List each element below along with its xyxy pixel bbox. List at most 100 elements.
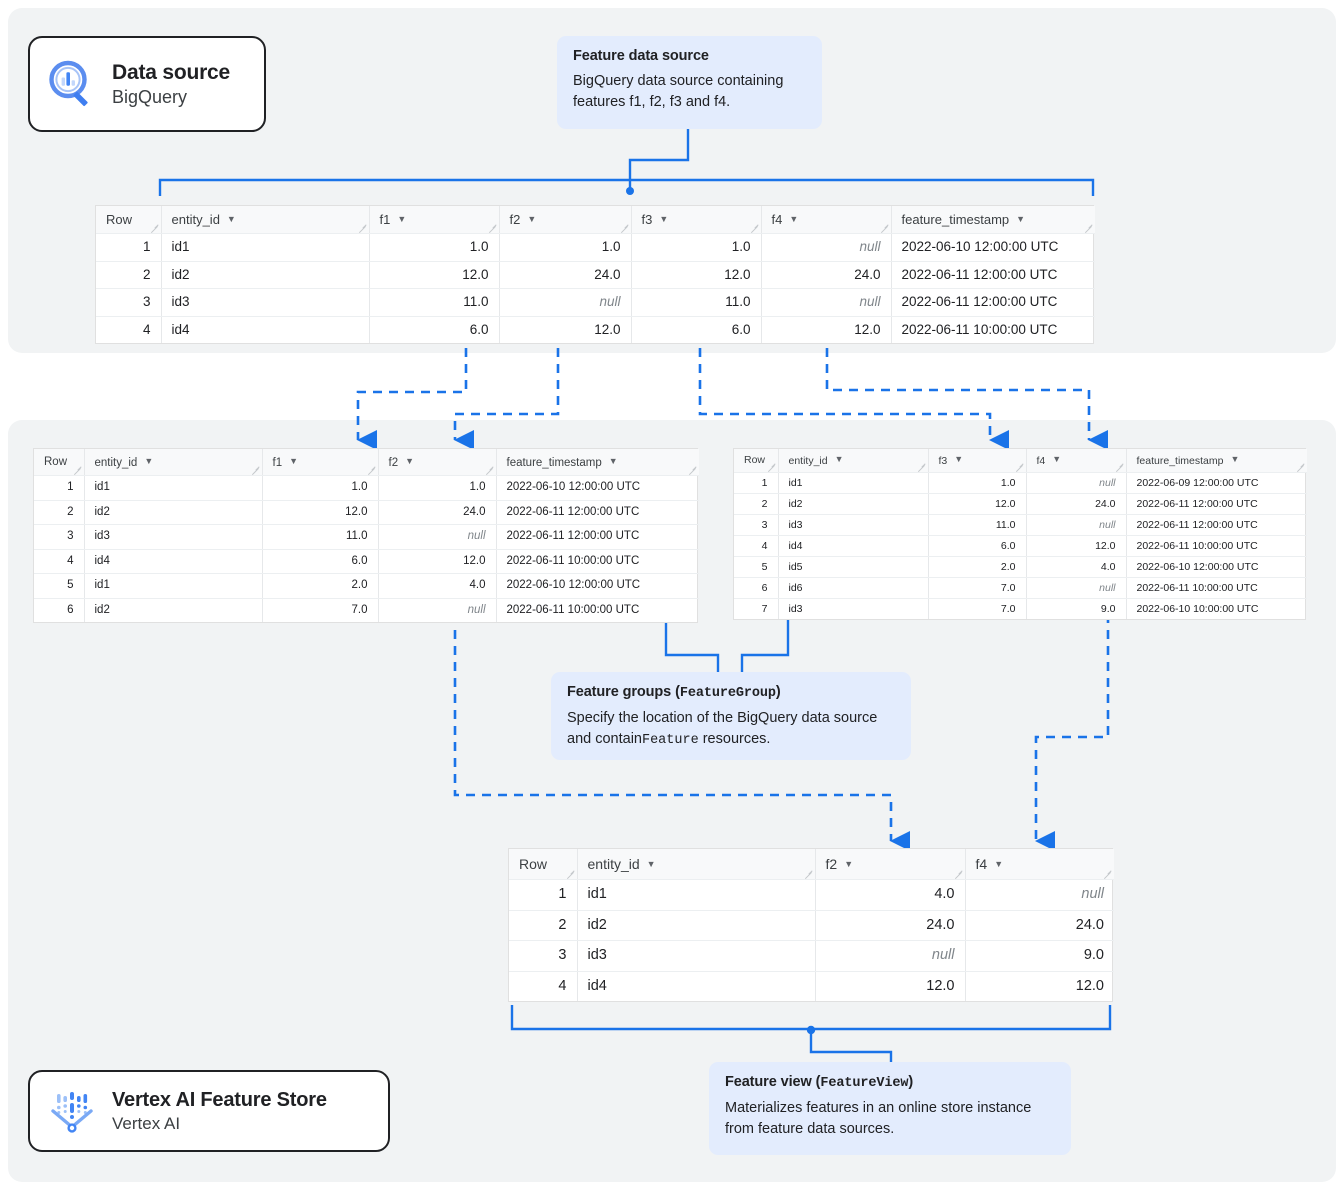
chevron-down-icon[interactable]: ▼ (608, 456, 618, 466)
chevron-down-icon[interactable]: ▼ (1052, 454, 1062, 464)
chevron-down-icon[interactable]: ▼ (289, 456, 299, 466)
column-resize-grip[interactable] (367, 465, 376, 474)
column-resize-grip[interactable] (688, 465, 697, 474)
column-header-feature_timestamp[interactable]: feature_timestamp▼ (1126, 449, 1307, 473)
column-header-f2[interactable]: f2▼ (499, 206, 632, 234)
column-header-f1[interactable]: f1▼ (262, 449, 379, 476)
column-header-row[interactable]: Row (96, 206, 162, 234)
column-resize-grip[interactable] (880, 223, 889, 232)
column-header-row[interactable]: Row (509, 849, 578, 880)
cell-row-number: 3 (96, 288, 162, 317)
column-header-entity_id[interactable]: entity_id▼ (84, 449, 263, 476)
column-resize-grip[interactable] (1015, 462, 1024, 471)
cell-entity-id: id4 (778, 535, 929, 557)
column-label: Row (519, 856, 548, 872)
chevron-down-icon[interactable]: ▼ (405, 456, 415, 466)
chevron-down-icon[interactable]: ▼ (1230, 454, 1240, 464)
column-resize-grip[interactable] (251, 465, 260, 474)
column-resize-grip[interactable] (750, 223, 759, 232)
column-header-feature_timestamp[interactable]: feature_timestamp▼ (496, 449, 699, 476)
column-header-f1[interactable]: f1▼ (369, 206, 500, 234)
column-resize-grip[interactable] (767, 462, 776, 471)
cell-feature-timestamp: 2022-06-11 10:00:00 UTC (496, 549, 699, 574)
chevron-down-icon[interactable]: ▼ (646, 859, 656, 869)
column-header-f3[interactable]: f3▼ (928, 449, 1027, 473)
cell-entity-id: id1 (161, 233, 370, 262)
cell-entity-id: id4 (84, 549, 263, 574)
column-resize-grip[interactable] (1084, 223, 1093, 232)
column-resize-grip[interactable] (954, 869, 963, 878)
chevron-down-icon[interactable]: ▼ (1016, 214, 1026, 224)
chevron-down-icon[interactable]: ▼ (144, 456, 154, 466)
column-resize-grip[interactable] (485, 465, 494, 474)
column-resize-grip[interactable] (358, 223, 367, 232)
column-header-row[interactable]: Row (34, 449, 85, 476)
column-header-f4[interactable]: f4▼ (761, 206, 892, 234)
chevron-down-icon[interactable]: ▼ (527, 214, 537, 224)
callout-title-text: Feature groups ( (567, 684, 680, 700)
chevron-down-icon[interactable]: ▼ (659, 214, 669, 224)
column-header-row[interactable]: Row (734, 449, 779, 473)
column-header-f3[interactable]: f3▼ (631, 206, 762, 234)
callout-body-b: resources. (698, 731, 771, 748)
callout-title-close: ) (775, 684, 781, 700)
cell-row-number: 3 (734, 514, 779, 536)
chevron-down-icon[interactable]: ▼ (226, 214, 236, 224)
cell-f3: 12.0 (928, 493, 1027, 515)
cell-feature-timestamp: 2022-06-10 12:00:00 UTC (891, 233, 1095, 262)
cell-f1: 6.0 (262, 549, 379, 574)
column-header-entity_id[interactable]: entity_id▼ (778, 449, 929, 473)
column-header-entity_id[interactable]: entity_id▼ (161, 206, 370, 234)
chevron-down-icon[interactable]: ▼ (954, 454, 964, 464)
chevron-down-icon[interactable]: ▼ (789, 214, 799, 224)
column-resize-grip[interactable] (1103, 869, 1112, 878)
column-resize-grip[interactable] (804, 869, 813, 878)
column-header-entity_id[interactable]: entity_id▼ (577, 849, 816, 880)
column-resize-grip[interactable] (488, 223, 497, 232)
column-header-feature_timestamp[interactable]: feature_timestamp▼ (891, 206, 1095, 234)
chevron-down-icon[interactable]: ▼ (834, 454, 844, 464)
column-resize-grip[interactable] (1296, 462, 1305, 471)
cell-f1: 7.0 (262, 598, 379, 622)
column-resize-grip[interactable] (1115, 462, 1124, 471)
cell-f4: null (965, 879, 1114, 911)
cell-feature-timestamp: 2022-06-10 12:00:00 UTC (496, 475, 699, 501)
column-header-f4[interactable]: f4▼ (1026, 449, 1127, 473)
column-header-f2[interactable]: f2▼ (815, 849, 966, 880)
column-resize-grip[interactable] (620, 223, 629, 232)
column-resize-grip[interactable] (150, 223, 159, 232)
chevron-down-icon[interactable]: ▼ (397, 214, 407, 224)
column-resize-grip[interactable] (917, 462, 926, 471)
cell-f3: 1.0 (631, 233, 762, 262)
chevron-down-icon[interactable]: ▼ (994, 859, 1004, 869)
column-resize-grip[interactable] (73, 465, 82, 474)
chevron-down-icon[interactable]: ▼ (844, 859, 854, 869)
column-header-f4[interactable]: f4▼ (965, 849, 1114, 880)
cell-entity-id: id3 (778, 598, 929, 619)
column-header-f2[interactable]: f2▼ (378, 449, 497, 476)
cell-row-number: 2 (734, 493, 779, 515)
column-resize-grip[interactable] (566, 869, 575, 878)
